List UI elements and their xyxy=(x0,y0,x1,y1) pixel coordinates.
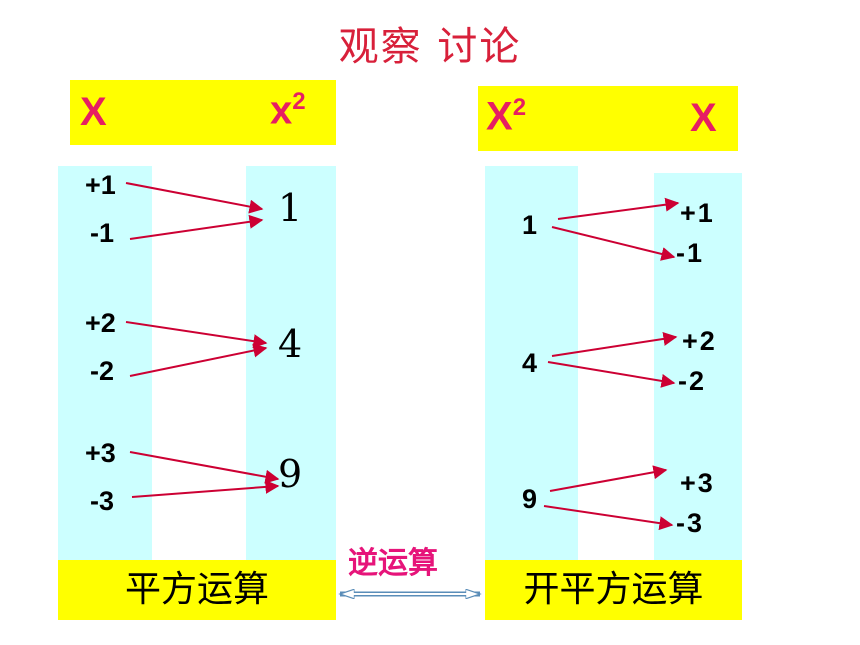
left-output-4: 4 xyxy=(278,322,303,366)
left-output-column xyxy=(246,166,336,560)
left-header-x-squared: x2 xyxy=(270,88,306,133)
left-input-column xyxy=(58,166,152,560)
left-operation-label: 平方运算 xyxy=(58,560,336,620)
right-output-column xyxy=(654,173,742,560)
right-output-neg1: -1 xyxy=(676,238,705,268)
arrow-right-4-to-pos2 xyxy=(551,331,678,357)
left-output-1: 1 xyxy=(278,186,303,230)
right-input-9: 9 xyxy=(522,484,538,514)
left-input-pos1: +1 xyxy=(85,170,116,200)
left-output-9: 9 xyxy=(278,452,303,496)
left-header-x: X xyxy=(80,90,107,134)
right-header-sq-base: X xyxy=(486,94,513,139)
left-input-pos3: +3 xyxy=(85,438,116,468)
right-header-x-squared: X2 xyxy=(486,94,526,139)
arrow-left-pos3-to-9 xyxy=(129,451,280,484)
right-output-pos3: +3 xyxy=(680,468,715,498)
left-input-neg2: -2 xyxy=(90,356,115,386)
right-output-neg3: -3 xyxy=(676,508,705,538)
left-header-sq-exp: 2 xyxy=(292,88,306,115)
page-title: 观察 讨论 xyxy=(338,24,522,70)
left-input-neg1: -1 xyxy=(90,218,115,248)
right-input-column xyxy=(485,166,578,560)
right-header-x: X xyxy=(690,96,717,140)
right-input-1: 1 xyxy=(522,210,538,240)
arrow-left-neg1-to-1 xyxy=(129,214,264,240)
arrow-left-pos1-to-1 xyxy=(125,182,264,214)
arrow-left-neg3-to-9 xyxy=(131,479,280,498)
left-header-sq-base: x xyxy=(270,88,293,133)
right-operation-label: 开平方运算 xyxy=(485,560,742,620)
arrow-left-pos2-to-4 xyxy=(125,321,268,349)
arrow-left-neg2-to-4 xyxy=(129,343,268,377)
left-header-bar: X x2 xyxy=(70,80,336,145)
inverse-operation-label: 逆运算 xyxy=(348,546,438,581)
right-output-pos2: +2 xyxy=(682,326,717,356)
left-input-pos2: +2 xyxy=(85,308,116,338)
arrow-right-1-to-pos1 xyxy=(557,197,680,220)
arrow-right-1-to-neg1 xyxy=(551,226,676,261)
left-input-neg3: -3 xyxy=(90,486,115,516)
right-header-bar: X2 X xyxy=(478,86,738,151)
arrow-right-9-to-pos3 xyxy=(549,465,668,492)
right-input-4: 4 xyxy=(522,348,538,378)
right-output-neg2: -2 xyxy=(678,366,707,396)
right-output-pos1: +1 xyxy=(680,198,715,228)
right-header-sq-exp: 2 xyxy=(512,94,527,121)
arrow-right-9-to-neg3 xyxy=(543,505,674,531)
arrow-right-4-to-neg2 xyxy=(547,361,676,388)
